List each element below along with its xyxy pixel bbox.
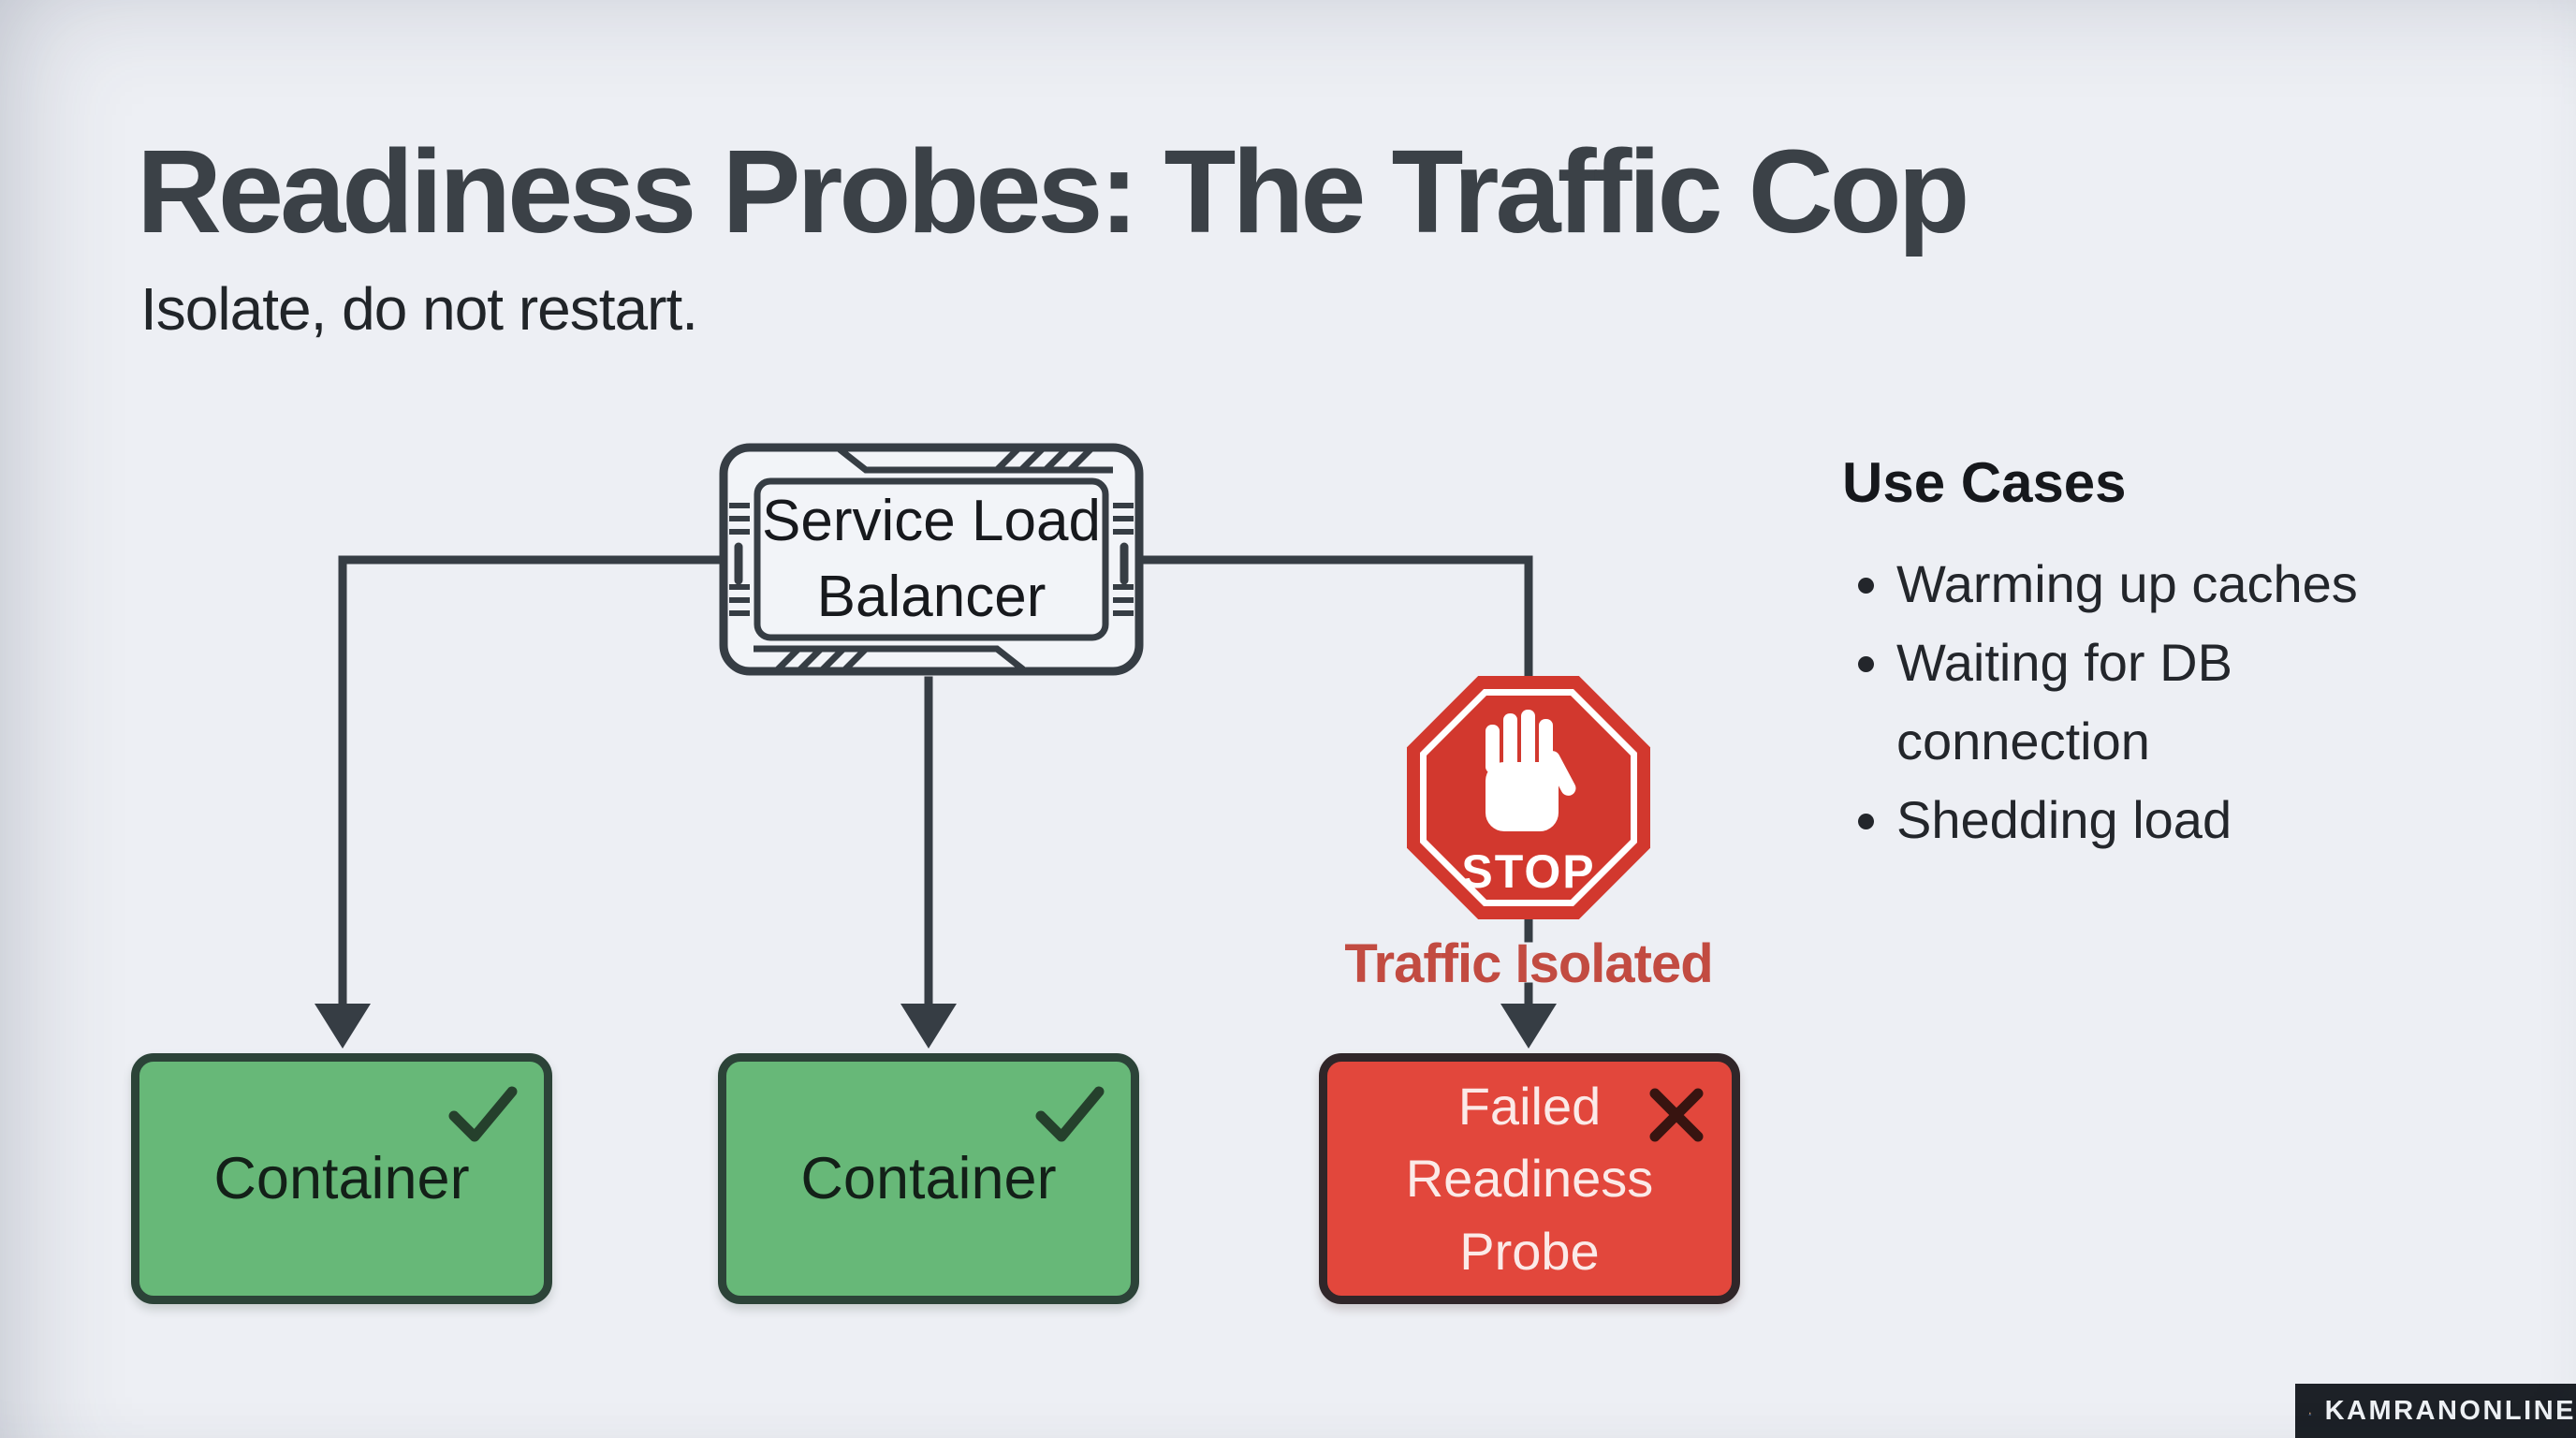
load-balancer-label: Service Load Balancer [716,440,1147,679]
tech-frame-decoration [719,443,1144,676]
use-cases-list: Warming up caches Waiting for DB connect… [1842,545,2421,859]
use-cases-panel: Use Cases Warming up caches Waiting for … [1842,455,2497,859]
watermark: KAMRANONLINE [2295,1384,2576,1438]
avatar [2308,1412,2312,1416]
failed-box-label-line2: Readiness [1405,1149,1654,1209]
traffic-isolated-caption: Traffic Isolated [1344,933,1713,994]
x-icon [1649,1088,1704,1142]
stop-sign-label: STOP [1461,845,1595,898]
page-title: Readiness Probes: The Traffic Cop [137,125,1970,257]
check-icon [1035,1086,1105,1142]
load-balancer-label-line1: Service Load [762,488,1101,553]
container-label: Container [213,1146,470,1211]
service-load-balancer-node: Service Load Balancer [716,440,1147,679]
arrowhead-icon [1500,1004,1557,1049]
check-icon [448,1086,518,1142]
use-case-item: Shedding load [1896,781,2421,859]
stop-sign-icon: STOP [1407,676,1650,919]
watermark-text: KAMRANONLINE [2324,1395,2576,1426]
use-case-item: Waiting for DB connection [1896,624,2421,781]
failed-box-label-line1: Failed [1457,1077,1602,1137]
arrowhead-icon [315,1004,371,1049]
container-label: Container [800,1146,1057,1211]
failed-container-node: Failed Readiness Probe [1319,1053,1740,1304]
use-cases-heading: Use Cases [1842,451,2127,514]
failed-box-label: Failed Readiness Probe [1406,1070,1654,1287]
container-node-1: Container [131,1053,552,1304]
arrowhead-icon [900,1004,957,1049]
page-subtitle: Isolate, do not restart. [140,275,698,343]
failed-box-label-line3: Probe [1459,1221,1600,1281]
use-case-item: Warming up caches [1896,545,2421,624]
load-balancer-label-line2: Balancer [816,564,1046,629]
connector-to-container-1 [338,555,721,1010]
container-node-2: Container [718,1053,1139,1304]
stop-inner-ring [1420,689,1637,906]
stop-hand-icon [1486,710,1576,831]
